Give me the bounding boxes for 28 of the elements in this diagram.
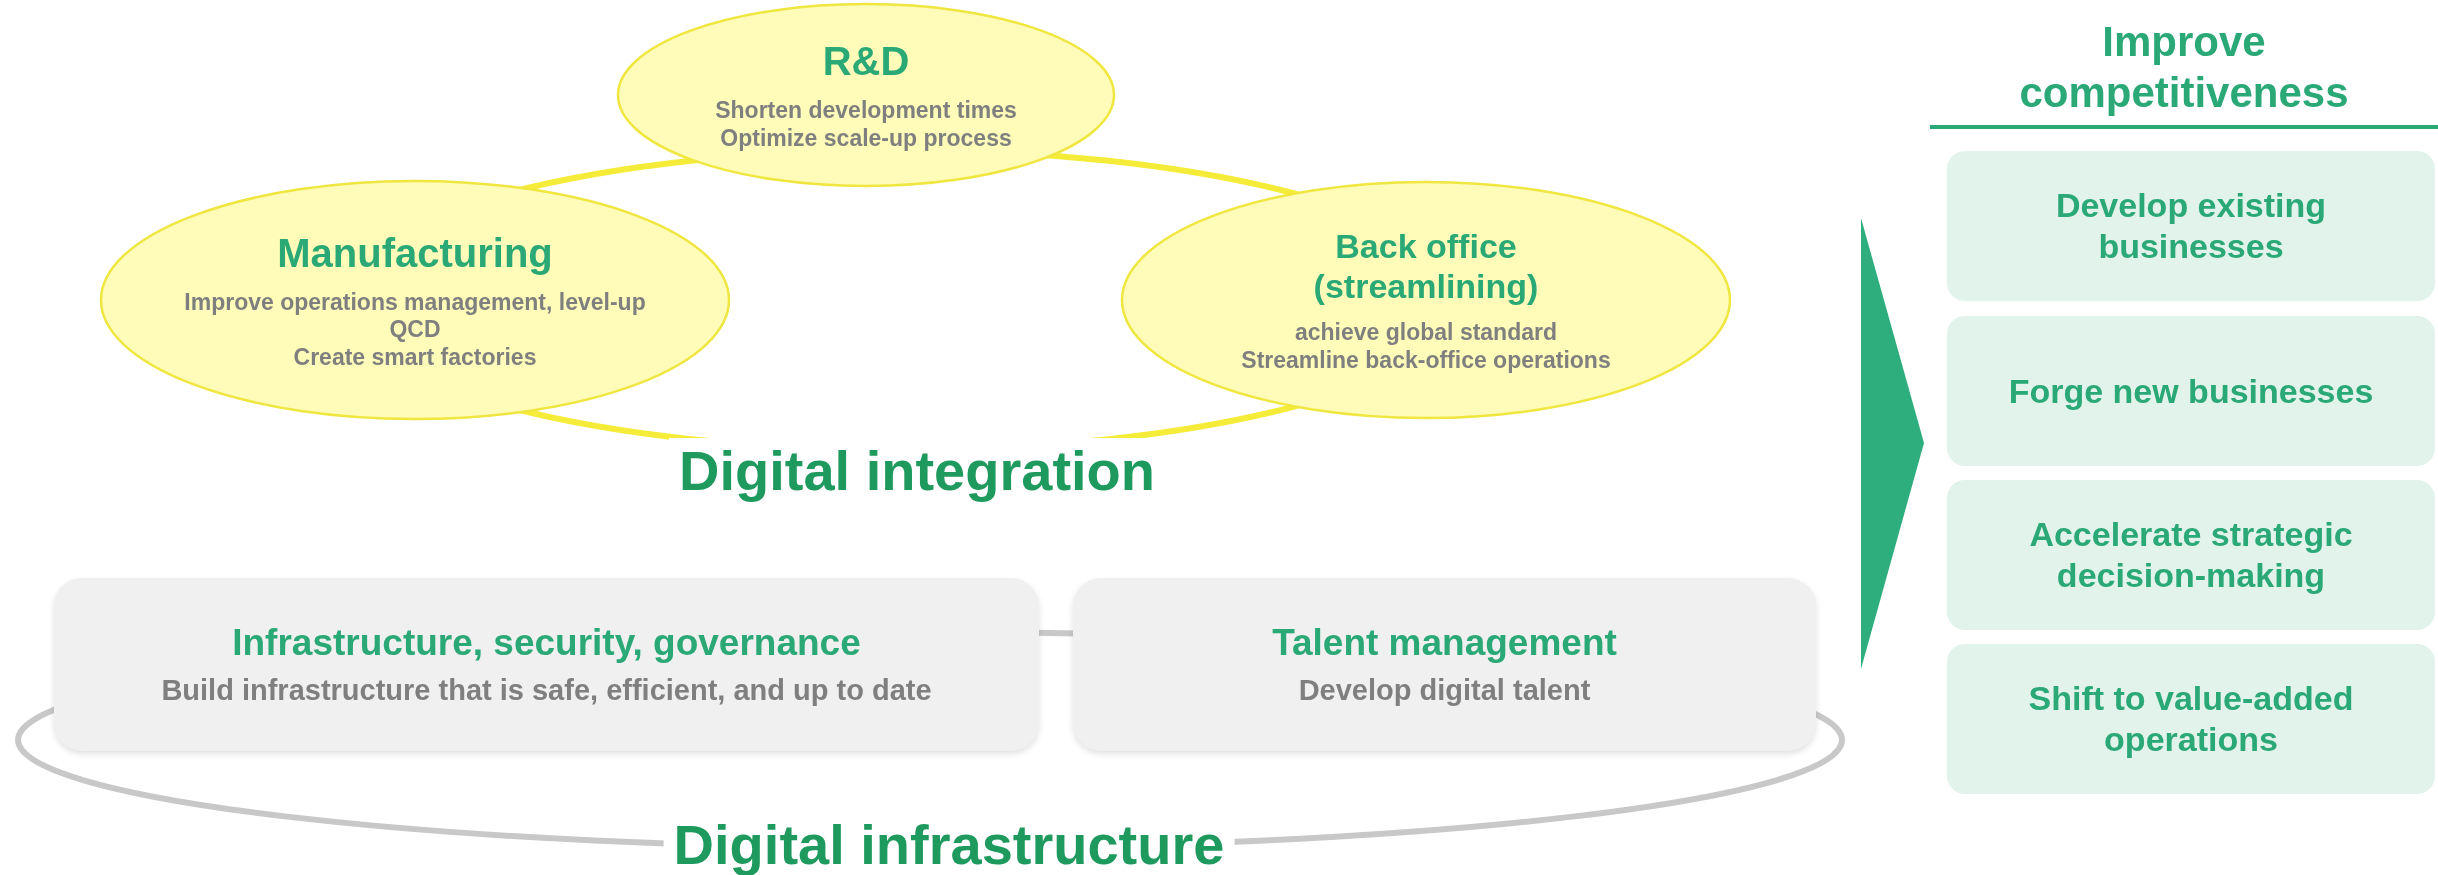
ellipse-node — [616, 2, 1116, 188]
column-heading: Improve competitiveness — [1930, 10, 2438, 129]
node-description: Build infrastructure that is safe, efficient, and up to date — [161, 673, 932, 709]
node-heading: R&D — [822, 38, 910, 86]
node-description: Create smart factories — [293, 343, 537, 372]
node-heading: Shift to value-added operations — [2027, 678, 2355, 760]
node-heading: Infrastructure, security, governance — [232, 620, 861, 665]
node-heading: Back office (streamlining) — [1312, 225, 1540, 308]
node-description: Streamline back-office operations — [1241, 346, 1611, 375]
node-description: Improve operations management, level-up QCD — [183, 288, 647, 344]
ellipse-node — [99, 179, 731, 421]
result-box — [1947, 644, 2435, 794]
result-box — [1947, 316, 2435, 466]
rounded-box — [54, 578, 1039, 751]
node-heading: Accelerate strategic decision-making — [2028, 514, 2354, 596]
node-description: Develop digital talent — [1298, 673, 1591, 709]
node-description: achieve global standard — [1295, 319, 1557, 347]
result-box — [1947, 151, 2435, 301]
node-heading: Forge new businesses — [2007, 370, 2375, 412]
rounded-box — [1073, 578, 1816, 751]
node-description: Optimize scale-up process — [720, 125, 1012, 153]
node-heading: Manufacturing — [277, 229, 553, 277]
node-heading: Develop existing businesses — [2054, 185, 2328, 267]
node-description: Shorten development times — [715, 97, 1017, 125]
ellipse-node — [1120, 180, 1732, 420]
result-box — [1947, 480, 2435, 630]
node-heading: Talent management — [1272, 620, 1617, 665]
chevron-arrow — [1861, 218, 1924, 669]
